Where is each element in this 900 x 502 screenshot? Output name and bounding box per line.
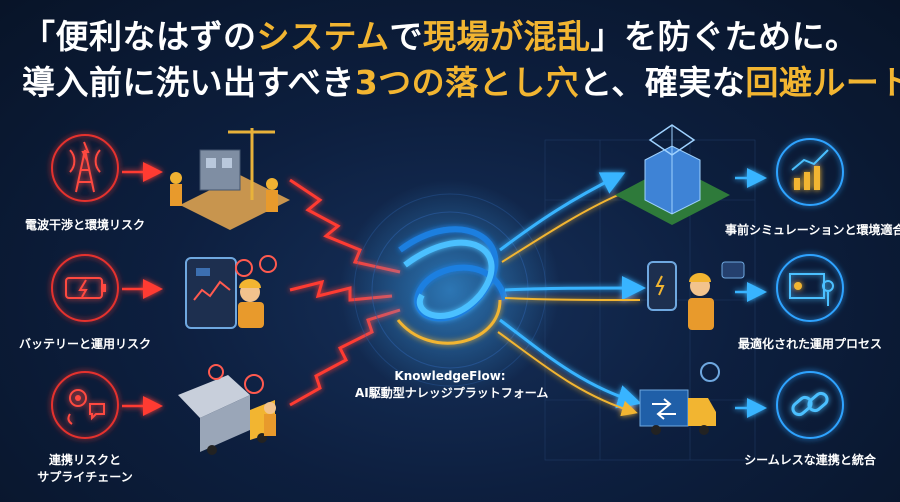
knowledgeflow-hub — [340, 180, 560, 400]
delivery-truck-illustration — [639, 362, 720, 435]
risk-label-radio: 電波干渉と環境リスク — [24, 218, 145, 232]
hub-label: KnowledgeFlow: AI駆動型ナレッジプラットフォーム — [355, 368, 549, 402]
headline-line-2: 導入前に洗い出すべき3つの落とし穴と、確実な回避ルート。 — [22, 60, 900, 106]
low-battery-icon — [51, 254, 119, 322]
risk-label-integration: 連携リスクと サプライチェーン — [10, 452, 160, 486]
risk-label-integration-line-1: 連携リスクと — [48, 453, 121, 467]
headline-text: 導入前に洗い出すべき — [22, 63, 355, 102]
headline-accent: 現場が混乱 — [423, 17, 591, 56]
risk-label-integration-line-2: サプライチェーン — [37, 470, 133, 484]
headline-text: で — [389, 17, 424, 56]
signal-tower-icon — [51, 134, 119, 202]
headline-line-1: 「便利なはずのシステムで現場が混乱」を防ぐために。 — [22, 14, 890, 60]
hub-label-name: KnowledgeFlow: — [394, 369, 506, 383]
truck-logistics-illustration — [178, 364, 276, 455]
digital-building-illustration — [615, 124, 730, 225]
headline-text: と、確実な — [579, 63, 746, 102]
headline-accent: システム — [256, 17, 390, 56]
construction-site-illustration — [170, 128, 290, 230]
headline-accent: 3つの落とし穴 — [354, 63, 580, 102]
outcome-arrows — [735, 168, 767, 418]
outcome-label-integration: シームレスな連携と統合 — [744, 453, 876, 467]
outcome-label-simulation: 事前シミュレーションと環境適合 — [725, 223, 900, 237]
headline: 「便利なはずのシステムで現場が混乱」を防ぐために。 導入前に洗い出すべき3つの落… — [22, 14, 900, 106]
headline-text: 「便利なはずの — [22, 17, 257, 56]
risk-arrows — [122, 162, 163, 416]
outcome-flows — [497, 172, 646, 417]
gears-chat-icon — [51, 371, 119, 439]
headline-text: 」を防ぐために。 — [590, 17, 859, 56]
worker-with-tablet-illustration — [185, 255, 277, 329]
headline-accent: 回避ルート — [745, 63, 900, 102]
worker-with-phone-illustration — [647, 261, 745, 330]
rising-chart-icon — [776, 138, 844, 206]
chain-link-icon — [776, 371, 844, 439]
outcome-label-operation: 最適化された運用プロセス — [737, 337, 882, 351]
risk-label-battery: バッテリーと運用リスク — [18, 337, 151, 351]
hub-label-subtitle: AI駆動型ナレッジプラットフォーム — [355, 386, 549, 400]
presentation-icon — [776, 254, 844, 322]
